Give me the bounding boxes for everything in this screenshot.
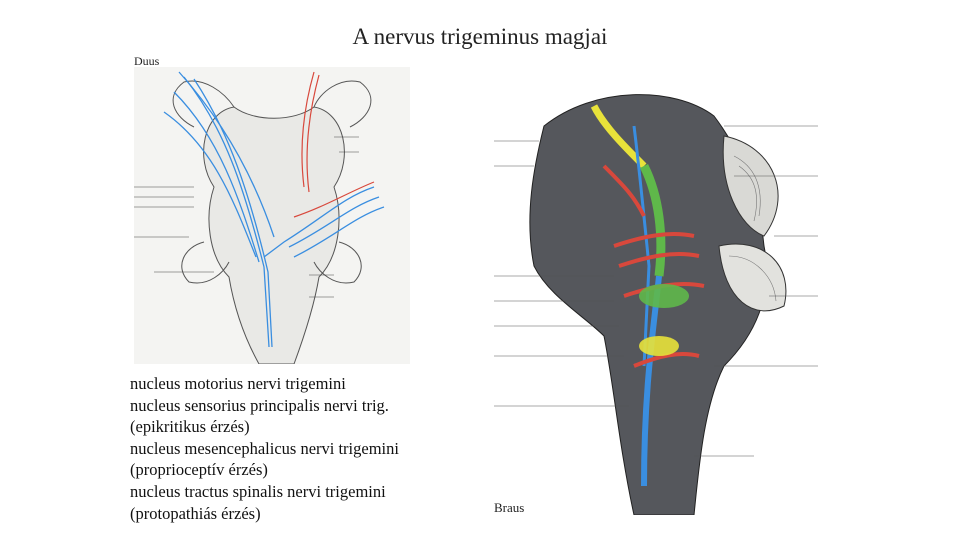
brainstem-anatomical-figure [494, 66, 818, 515]
nucleus-sensorius-line: nucleus sensorius principalis nervi trig… [130, 395, 389, 415]
nucleus-tractus-spinalis-line: nucleus tractus spinalis nervi trigemini [130, 481, 386, 501]
credit-duus: Duus [134, 54, 160, 68]
nucleus-motorius-line: nucleus motorius nervi trigemini [130, 374, 346, 393]
nuclei-list: nucleus motorius nervi trigemini nucleus… [130, 373, 470, 524]
credit-braus: Braus [494, 500, 525, 515]
proprioceptiv-line: (proprioceptív érzés) [130, 460, 268, 480]
slide-title: A nervus trigeminus magjai [352, 24, 608, 49]
epikritikus-line: (epikritikus érzés) [130, 417, 250, 437]
nucleus-mesencephalicus-line: nucleus mesencephalicus nervi trigemini [130, 438, 399, 458]
brainstem-anatomical-drawing [494, 66, 818, 515]
brainstem-schematic-drawing [134, 67, 410, 364]
protopathias-line: (protopathiás érzés) [130, 503, 261, 523]
brainstem-schematic-figure [134, 67, 410, 364]
